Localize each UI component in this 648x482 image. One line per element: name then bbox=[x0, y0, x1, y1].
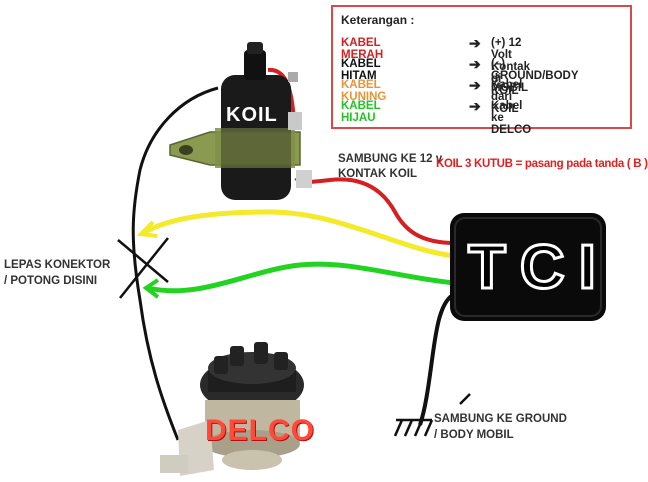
legend-item-name: KABEL HITAM bbox=[341, 58, 381, 82]
sambung-12v-line1: SAMBUNG KE 12 v bbox=[338, 153, 443, 165]
koil-3-kutub-note: KOIL 3 KUTUB = pasang pada tanda ( B ) bbox=[436, 158, 648, 170]
legend-item-desc: Kabel ke DELCO bbox=[491, 100, 532, 136]
lepas-konektor-line1: LEPAS KONEKTOR bbox=[4, 259, 111, 271]
black-wire-koil-delco bbox=[131, 86, 219, 441]
cut-mark-b bbox=[119, 237, 169, 299]
tci-label: TCI bbox=[467, 232, 610, 304]
ground-symbol bbox=[393, 393, 471, 437]
ground-wire bbox=[418, 292, 457, 426]
legend-item-desc: (–) GROUND/BODY MOBIL bbox=[491, 58, 579, 94]
koil-label: KOIL bbox=[226, 104, 278, 126]
arrow-right-icon: ➔ bbox=[469, 98, 481, 114]
yellow-arrow-head bbox=[136, 220, 158, 238]
yellow-wire bbox=[143, 209, 456, 259]
lepas-konektor-line2: / POTONG DISINI bbox=[4, 275, 98, 287]
koil-unit bbox=[169, 42, 312, 200]
legend-item-name: KABEL KUNING bbox=[341, 79, 387, 103]
green-wire bbox=[147, 261, 456, 294]
legend-box: Keterangan : KABEL MERAH ➔ (+) 12 Volt K… bbox=[331, 5, 632, 136]
arrow-right-icon: ➔ bbox=[469, 35, 481, 51]
delco-label: DELCO bbox=[205, 414, 315, 447]
delco-unit bbox=[160, 342, 304, 476]
legend-item-desc: (+) 12 Volt Kontak di KOIL bbox=[491, 37, 530, 97]
sambung-12v-line2: KONTAK KOIL bbox=[338, 168, 418, 180]
legend-item-name: KABEL MERAH bbox=[341, 37, 384, 61]
arrow-right-icon: ➔ bbox=[469, 77, 481, 93]
legend-item-desc: Kabel dari KOIL bbox=[491, 79, 523, 115]
ground-label-line1: SAMBUNG KE GROUND bbox=[434, 413, 567, 425]
ground-label-line2: / BODY MOBIL bbox=[434, 429, 514, 441]
green-arrow-head bbox=[142, 278, 160, 299]
legend-title: Keterangan : bbox=[341, 13, 415, 27]
cut-mark-a bbox=[117, 239, 169, 283]
tci-unit bbox=[450, 213, 606, 321]
arrow-right-icon: ➔ bbox=[469, 56, 481, 72]
legend-item-name: KABEL HIJAU bbox=[341, 100, 381, 124]
